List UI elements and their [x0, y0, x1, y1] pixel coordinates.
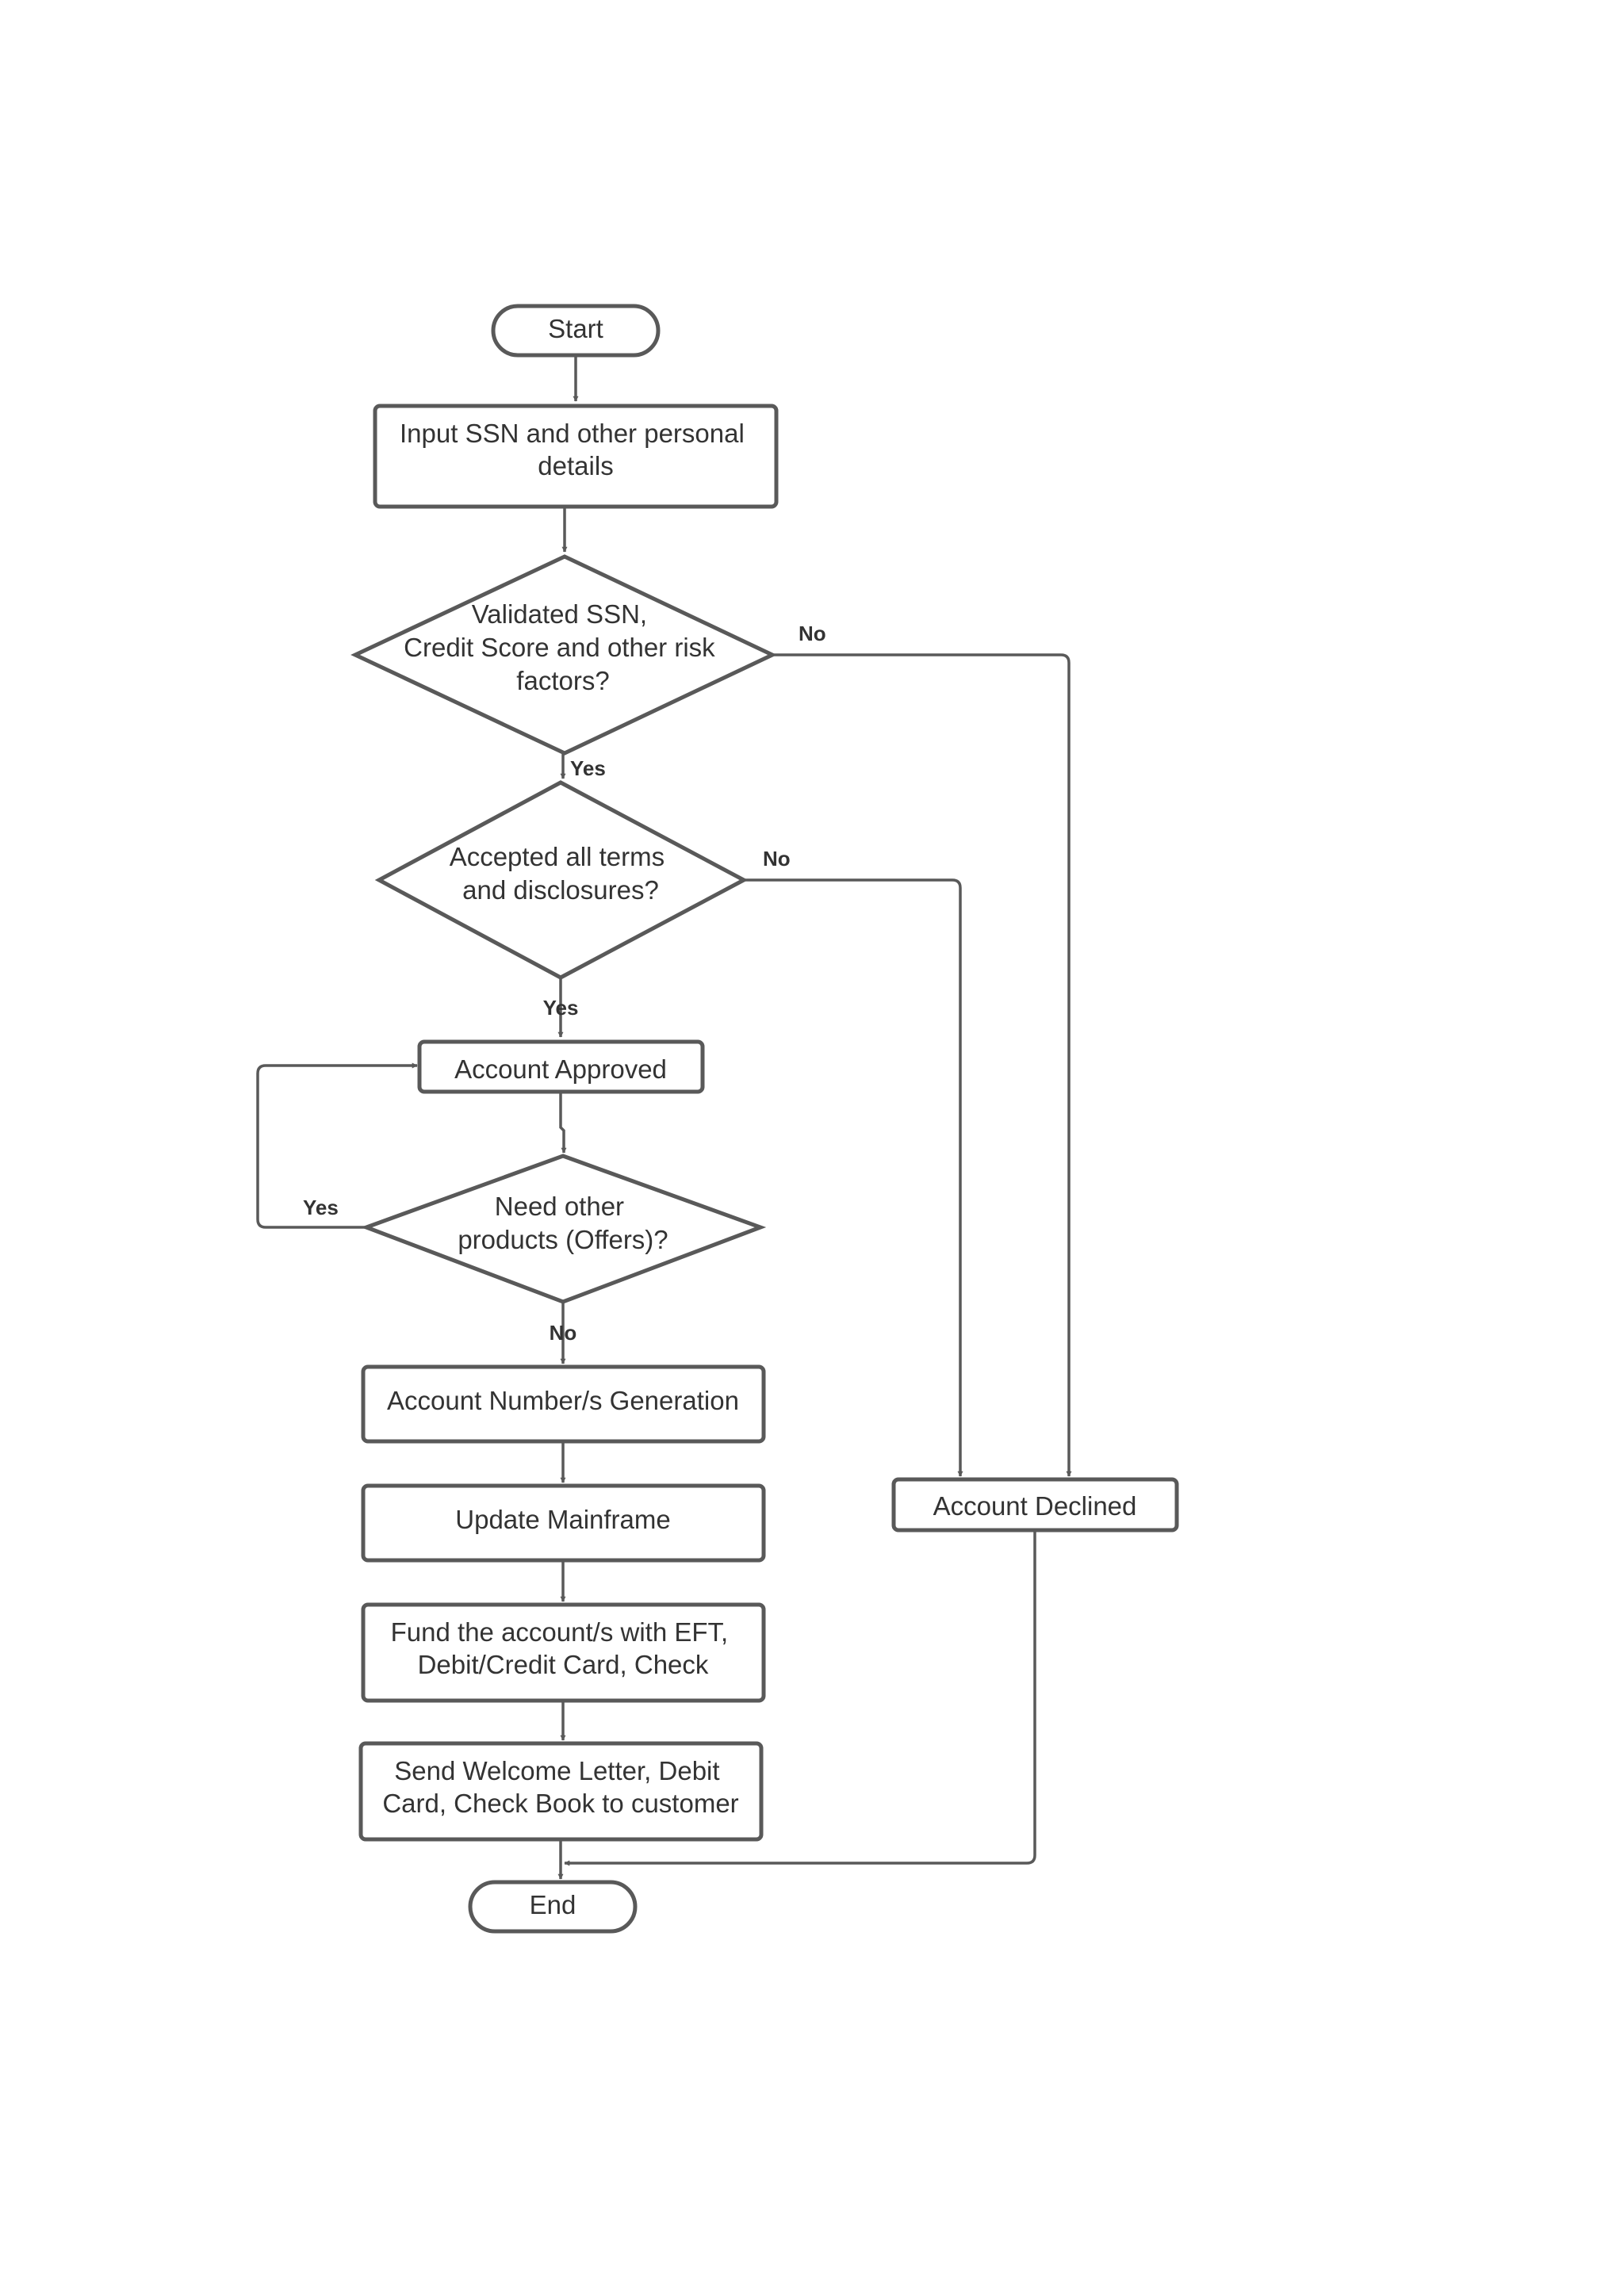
node-generation-label: Account Number/s Generation [387, 1386, 739, 1415]
node-mainframe-label: Update Mainframe [455, 1505, 670, 1534]
edge-offers-yes-to-approved [256, 1062, 418, 1229]
node-validate: Validated SSN, Credit Score and other ri… [350, 554, 777, 756]
node-welcome-label: Send Welcome Letter, Debit Card, Check B… [382, 1756, 738, 1818]
node-start: Start [491, 304, 661, 358]
node-start-label: Start [548, 314, 603, 343]
node-declined-label: Account Declined [933, 1491, 1137, 1521]
node-fund: Fund the account/s with EFT, Debit/Credi… [361, 1602, 766, 1703]
node-fund-label: Fund the account/s with EFT, Debit/Credi… [391, 1617, 736, 1679]
node-declined: Account Declined [891, 1477, 1179, 1533]
node-offers-label: Need other products (Offers)? [458, 1192, 668, 1254]
node-approved-label: Account Approved [454, 1054, 667, 1084]
node-end: End [468, 1880, 638, 1934]
node-mainframe: Update Mainframe [361, 1483, 766, 1563]
edge-labels: No Yes No Yes Yes No [303, 622, 826, 1345]
node-validate-label: Validated SSN, Credit Score and other ri… [404, 599, 722, 695]
label-offers-no: No [550, 1321, 577, 1345]
node-offers: Need other products (Offers)? [360, 1154, 767, 1304]
label-offers-yes: Yes [303, 1196, 339, 1219]
node-end-label: End [530, 1890, 576, 1919]
edge-approved-to-offers [559, 1091, 567, 1154]
node-terms-label: Accepted all terms and disclosures? [450, 842, 672, 905]
node-generation: Account Number/s Generation [361, 1364, 766, 1444]
node-input-label: Input SSN and other personal details [400, 419, 752, 480]
node-input: Input SSN and other personal details [373, 404, 779, 509]
edge-validate-no-to-declined [772, 653, 1072, 1477]
label-validate-yes: Yes [570, 756, 606, 780]
label-terms-no: No [763, 847, 791, 871]
edge-terms-no-to-declined [744, 878, 963, 1477]
node-terms: Accepted all terms and disclosures? [374, 780, 749, 980]
node-welcome: Send Welcome Letter, Debit Card, Check B… [358, 1741, 764, 1842]
connectors [256, 354, 1072, 1880]
label-terms-yes: Yes [543, 996, 579, 1020]
edge-declined-to-end [564, 1530, 1036, 1866]
node-approved: Account Approved [417, 1039, 705, 1094]
label-validate-no: No [799, 622, 826, 645]
